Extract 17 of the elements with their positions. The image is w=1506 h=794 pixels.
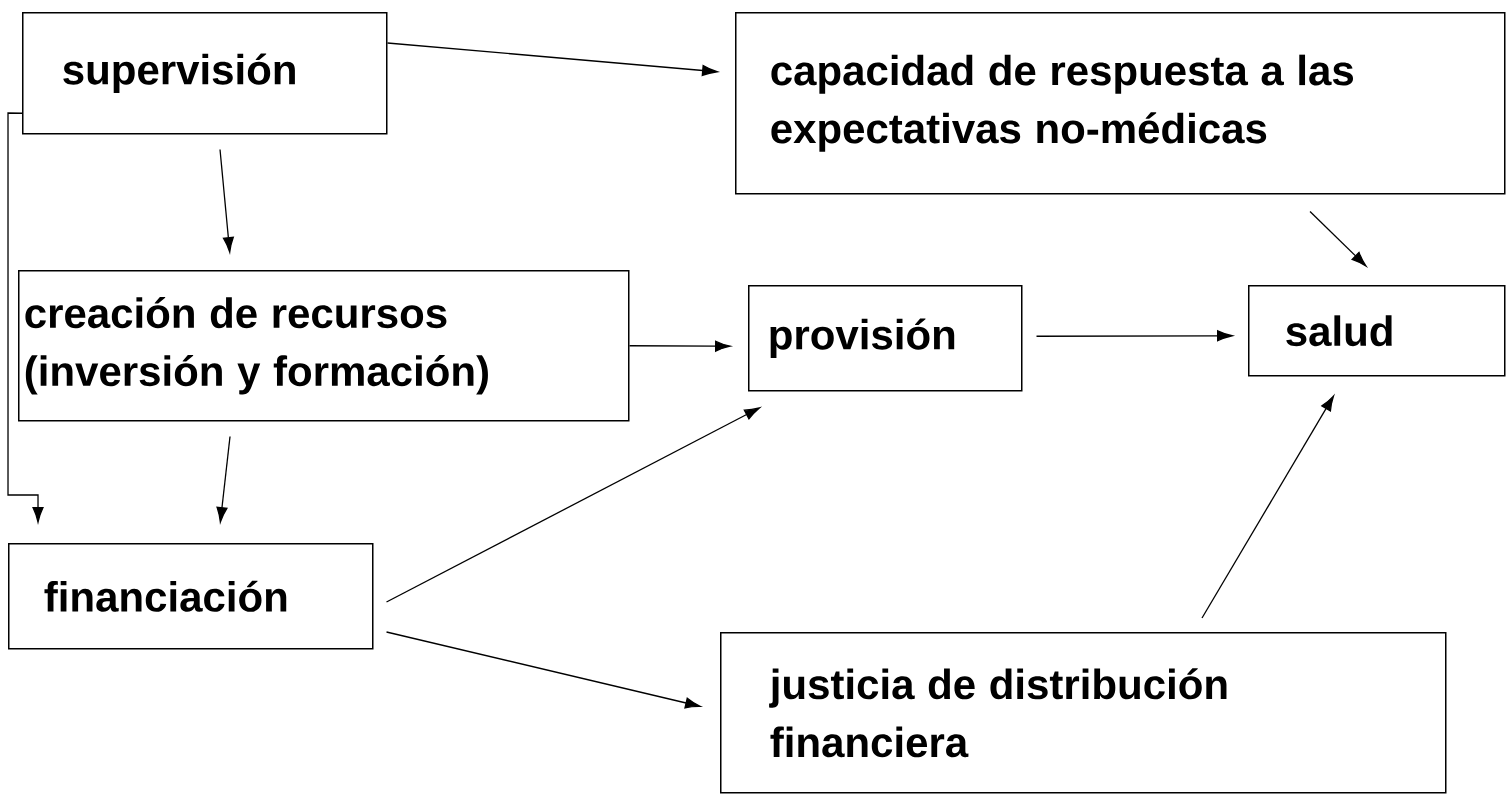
arrow bbox=[385, 631, 701, 709]
text-box: provisión bbox=[748, 285, 1023, 392]
arrow bbox=[1201, 395, 1335, 619]
arrow bbox=[1309, 210, 1367, 267]
text-box: creación de recursos (inversión y formación) bbox=[18, 270, 630, 422]
arrow bbox=[385, 407, 760, 603]
arrow bbox=[216, 435, 231, 523]
text-box: salud bbox=[1248, 285, 1506, 377]
text-box: financiación bbox=[8, 543, 374, 650]
arrow bbox=[1035, 330, 1233, 342]
text-box: justicia de distribución financiera bbox=[720, 632, 1447, 794]
arrow bbox=[628, 340, 731, 352]
text-box: capacidad de respuesta a las expectativas no-médicas bbox=[735, 12, 1506, 195]
text-box: supervisión bbox=[22, 12, 388, 135]
arrow bbox=[386, 42, 718, 77]
arrow bbox=[219, 148, 234, 253]
arrow bbox=[7, 112, 44, 523]
